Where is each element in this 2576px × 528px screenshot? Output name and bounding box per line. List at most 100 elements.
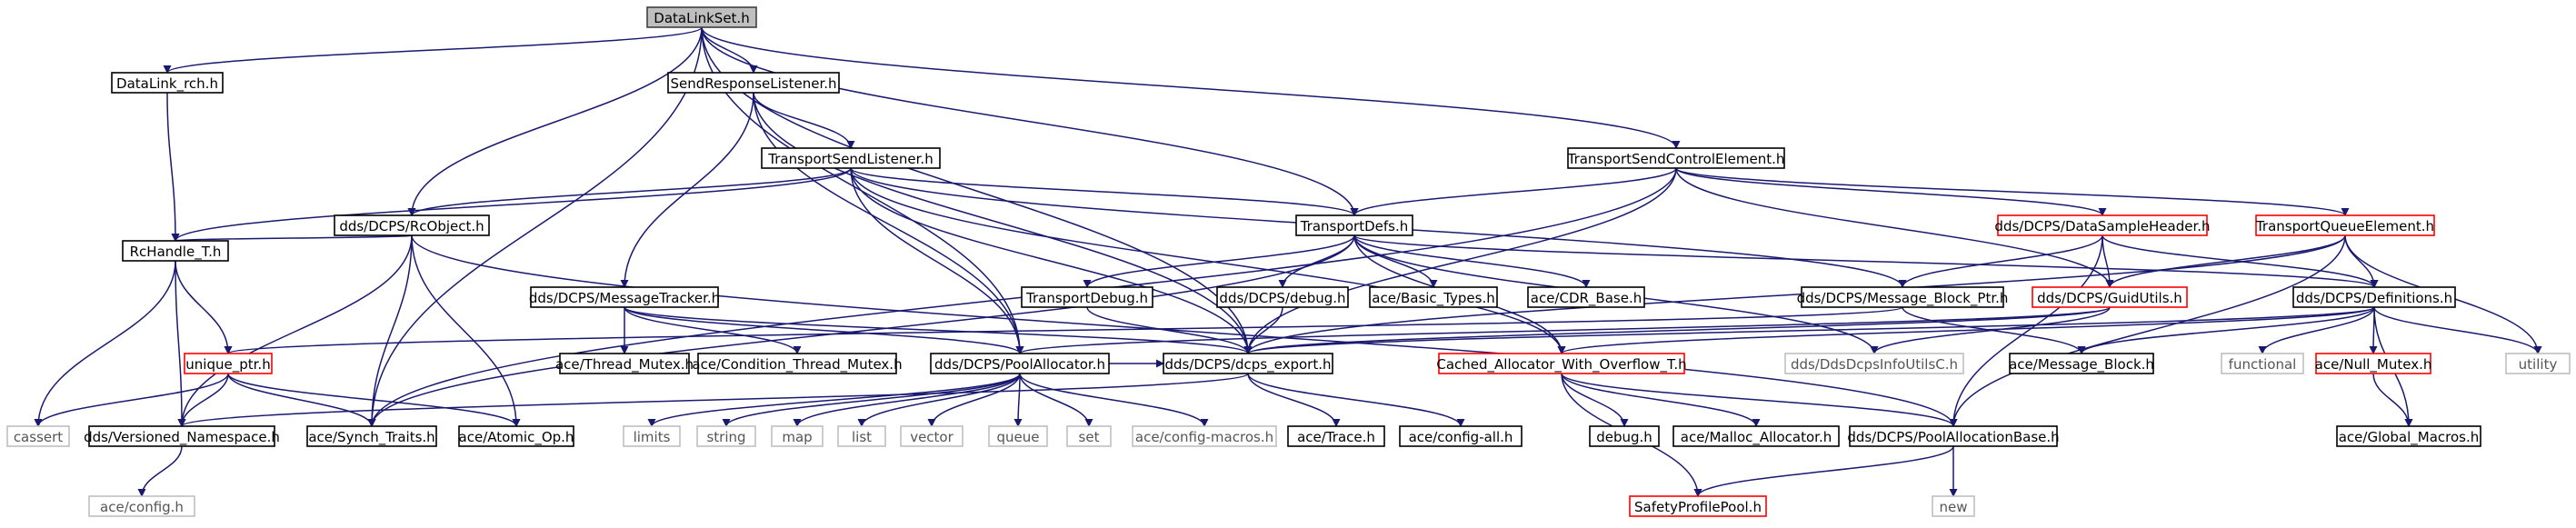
- edge-transportqueueelement-to-guidutils: [2105, 234, 2346, 288]
- node-message-block-ptr[interactable]: dds/DCPS/Message_Block_Ptr.h: [1797, 286, 2009, 308]
- edge-transportsendcontrolelement-to-datasampleheader: [1675, 167, 2107, 216]
- node-cached-allocator[interactable]: Cached_Allocator_With_Overflow_T.h: [1436, 353, 1687, 374]
- node-queue[interactable]: queue: [988, 425, 1048, 447]
- node-label: SendResponseListener.h: [670, 75, 836, 92]
- node-transportdebug[interactable]: TransportDebug.h: [1021, 286, 1153, 308]
- node-limits[interactable]: limits: [623, 425, 681, 447]
- node-datasampleheader[interactable]: dds/DCPS/DataSampleHeader.h: [1994, 214, 2211, 236]
- node-label: dds/DCPS/MessageTracker.h: [529, 290, 720, 306]
- edge-definitions-to-dcps-export: [1243, 306, 2375, 354]
- node-definitions[interactable]: dds/DCPS/Definitions.h: [2292, 286, 2456, 308]
- node-label: ace/Message_Block.h: [2009, 356, 2154, 374]
- edge-message-block-ptr-to-unique-ptr: [225, 306, 1903, 354]
- node-config-macros[interactable]: ace/config-macros.h: [1132, 425, 1277, 447]
- edge-transportdefs-to-transportdebug: [1083, 234, 1355, 288]
- node-synch-traits[interactable]: ace/Synch_Traits.h: [306, 425, 437, 447]
- node-box: [900, 425, 964, 447]
- node-new[interactable]: new: [1932, 495, 1975, 517]
- node-safetyprofilepool[interactable]: SafetyProfilePool.h: [1629, 495, 1767, 517]
- node-vector[interactable]: vector: [900, 425, 964, 447]
- node-box: [6, 425, 70, 447]
- node-basic-types[interactable]: ace/Basic_Types.h: [1369, 286, 1498, 308]
- node-label: dds/DdsDcpsInfoUtilsC.h: [1791, 356, 1958, 373]
- node-label: dds/Versioned_Namespace.h: [84, 429, 280, 446]
- node-dcps-debug[interactable]: dds/DCPS/debug.h: [1216, 286, 1349, 308]
- node-poolallocationbase[interactable]: dds/DCPS/PoolAllocationBase.h: [1847, 425, 2060, 447]
- node-condition-thread-mutex[interactable]: ace/Condition_Thread_Mutex.h: [692, 353, 903, 374]
- edge-poolallocator-to-string: [722, 373, 1021, 427]
- node-box: [2221, 353, 2304, 374]
- edge-transportsendlistener-to-rchandle-t: [171, 167, 852, 242]
- node-dcps-export[interactable]: dds/DCPS/dcps_export.h: [1163, 353, 1333, 374]
- node-label: ace/Atomic_Op.h: [459, 429, 574, 446]
- node-box: [1801, 286, 2004, 308]
- node-poolallocator[interactable]: dds/DCPS/PoolAllocator.h: [930, 353, 1110, 374]
- node-atomic-op[interactable]: ace/Atomic_Op.h: [458, 425, 574, 447]
- edge-unique-ptr-to-atomic-op: [227, 373, 521, 427]
- node-guidutils[interactable]: dds/DCPS/GuidUtils.h: [2032, 286, 2188, 308]
- node-transportqueueelement[interactable]: TransportQueueElement.h: [2255, 214, 2435, 236]
- node-unique-ptr[interactable]: unique_ptr.h: [184, 353, 273, 374]
- node-box: [2255, 214, 2435, 236]
- node-datalinkset[interactable]: DataLinkSet.h: [646, 6, 757, 28]
- edge-definitions-to-message-block: [2077, 306, 2375, 354]
- node-ace-trace[interactable]: ace/Trace.h: [1287, 425, 1385, 447]
- node-box: [1932, 495, 1975, 517]
- edge-transportqueueelement-to-poolallocationbase: [1949, 234, 2346, 427]
- node-transportdefs[interactable]: TransportDefs.h: [1295, 214, 1413, 236]
- node-box: [88, 495, 195, 517]
- node-label: ace/Synch_Traits.h: [308, 429, 434, 446]
- node-versioned-namespace[interactable]: dds/Versioned_Namespace.h: [84, 425, 280, 447]
- node-box: [697, 353, 897, 374]
- edge-sendresponselistener-to-poolallocator: [753, 92, 1024, 354]
- node-box: [771, 425, 824, 447]
- node-label: DataLinkSet.h: [654, 10, 749, 26]
- edge-messagetracker-to-condition-thread-mutex: [624, 306, 802, 354]
- node-thread-mutex[interactable]: ace/Thread_Mutex.h: [555, 353, 694, 374]
- node-map[interactable]: map: [771, 425, 824, 447]
- node-list[interactable]: list: [837, 425, 886, 447]
- node-message-block[interactable]: ace/Message_Block.h: [2009, 353, 2154, 374]
- edge-dcps-debug-to-dcps-export: [1243, 306, 1283, 354]
- edge-rchandle-t-to-unique-ptr: [175, 260, 233, 354]
- edge-poolallocator-to-list: [857, 373, 1021, 427]
- node-box: [1369, 286, 1498, 308]
- node-transportsendcontrolelement[interactable]: TransportSendControlElement.h: [1567, 147, 1785, 169]
- edge-poolallocator-to-set: [1019, 373, 1093, 427]
- node-sendresponselistener[interactable]: SendResponseListener.h: [667, 72, 840, 94]
- node-box: [837, 425, 886, 447]
- node-cdr-base[interactable]: ace/CDR_Base.h: [1527, 286, 1645, 308]
- edge-datalinkset-to-rcobject: [407, 26, 703, 216]
- node-label: ace/config-all.h: [1409, 429, 1513, 445]
- node-label: unique_ptr.h: [185, 356, 270, 374]
- node-label: dds/DCPS/PoolAllocator.h: [934, 356, 1105, 373]
- node-cassert[interactable]: cassert: [6, 425, 70, 447]
- edge-transportdefs-to-synch-traits: [367, 234, 1355, 427]
- node-string[interactable]: string: [696, 425, 756, 447]
- edge-datasampleheader-to-poolallocationbase: [1949, 234, 2103, 427]
- node-box: [646, 6, 757, 28]
- node-ace-config[interactable]: ace/config.h: [88, 495, 195, 517]
- node-datalink-rch[interactable]: DataLink_rch.h: [111, 72, 224, 94]
- node-functional[interactable]: functional: [2221, 353, 2304, 374]
- node-ddsdcpsinfoutilsc[interactable]: dds/DdsDcpsInfoUtilsC.h: [1784, 353, 1964, 374]
- node-messagetracker[interactable]: dds/DCPS/MessageTracker.h: [529, 286, 720, 308]
- node-label: new: [1939, 499, 1967, 515]
- node-rcobject[interactable]: dds/DCPS/RcObject.h: [334, 214, 490, 236]
- edge-transportqueueelement-to-dcps-export: [1243, 234, 2346, 354]
- node-null-mutex[interactable]: ace/Null_Mutex.h: [2315, 353, 2432, 374]
- edge-messagetracker-to-dcps-export: [624, 306, 1253, 354]
- edge-messagetracker-to-poolallocator: [624, 306, 1024, 354]
- node-global-macros[interactable]: ace/Global_Macros.h: [2336, 425, 2481, 447]
- node-debug-h[interactable]: debug.h: [1589, 425, 1660, 447]
- node-label: SafetyProfilePool.h: [1634, 499, 1762, 515]
- node-set[interactable]: set: [1066, 425, 1112, 447]
- node-malloc-allocator[interactable]: ace/Malloc_Allocator.h: [1672, 425, 1840, 447]
- node-config-all[interactable]: ace/config-all.h: [1399, 425, 1523, 447]
- edge-transportsendcontrolelement-to-transportdefs: [1350, 167, 1677, 216]
- node-transportsendlistener[interactable]: TransportSendListener.h: [761, 147, 941, 169]
- node-utility[interactable]: utility: [2505, 353, 2571, 374]
- node-rchandle-t[interactable]: RcHandle_T.h: [122, 240, 229, 262]
